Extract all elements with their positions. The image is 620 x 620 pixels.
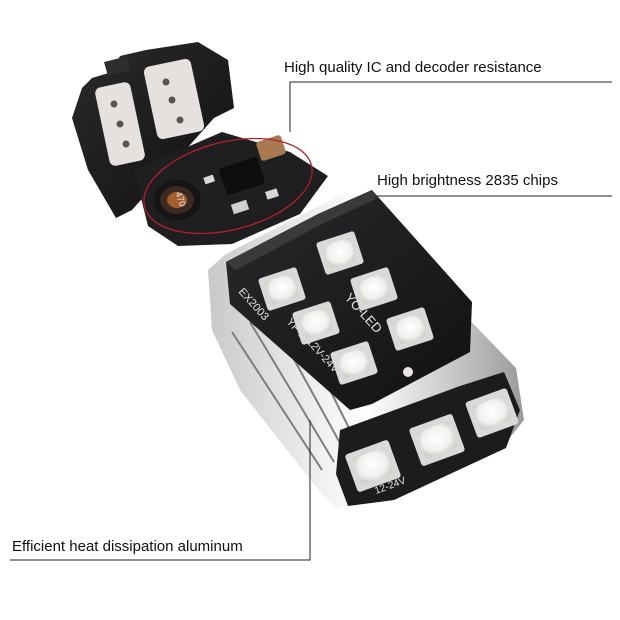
led-chip <box>345 440 401 492</box>
led-board-side: EX2003 YF-2 12V-24V YO-LED <box>226 190 472 410</box>
resistor <box>230 199 250 215</box>
led-chip <box>330 341 378 385</box>
led-board-end: 12-24V <box>336 372 520 506</box>
leader-chips <box>375 195 612 224</box>
led-chip <box>350 267 398 311</box>
wedge-base <box>72 42 234 218</box>
led-chip <box>292 301 340 345</box>
callout-ic: High quality IC and decoder resistance <box>284 59 542 76</box>
capacitor <box>256 135 286 161</box>
inductor-marking: 470 <box>173 190 188 208</box>
callout-leaders <box>10 81 612 561</box>
led-chip <box>409 414 465 466</box>
driver-ic <box>219 157 265 195</box>
solder-pad <box>403 367 413 377</box>
led-chip <box>316 231 364 275</box>
led-chip <box>258 267 306 311</box>
leader-ic <box>289 81 612 132</box>
callout-chips: High brightness 2835 chips <box>377 172 558 189</box>
led-chip <box>386 307 434 351</box>
led-chip <box>465 388 519 438</box>
driver-board: 470 <box>134 132 328 246</box>
leader-heat <box>10 420 311 561</box>
callout-heat: Efficient heat dissipation aluminum <box>12 538 243 555</box>
ic-highlight-ring <box>143 137 313 235</box>
inductor: 470 <box>153 180 201 220</box>
